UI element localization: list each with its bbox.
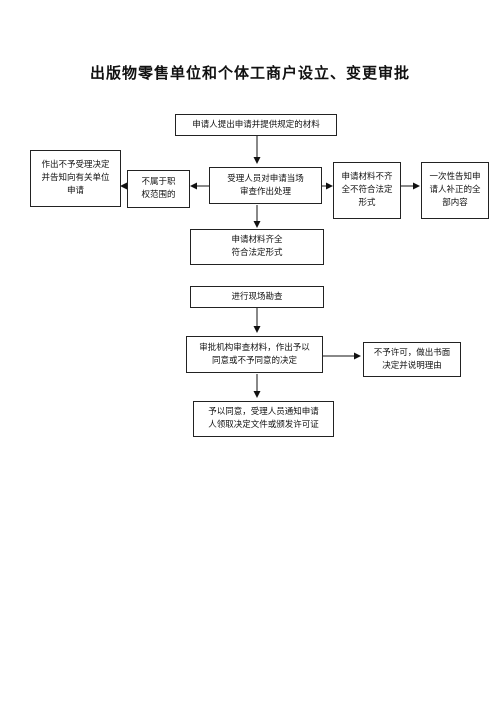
incomplete-line-3: 形式 <box>358 198 376 208</box>
reject-line-2: 决定并说明理由 <box>382 360 442 371</box>
not-in-scope-box: 不属于职 权范围的 <box>127 170 190 208</box>
correction-line-2: 请人补正的全 <box>429 185 481 195</box>
submit-application-box: 申请人提出申请并提供规定的材料 <box>175 114 337 136</box>
inspection-line-1: 进行现场勘查 <box>231 291 283 302</box>
not-in-scope-line-2: 权范围的 <box>141 190 176 200</box>
review-line-1: 受理人员对申请当场 <box>227 173 304 184</box>
correction-line-3: 部内容 <box>442 198 468 208</box>
correction-notice-box: 一次性告知申 请人补正的全 部内容 <box>421 162 489 219</box>
approve-line-1: 予以同意，受理人员通知申请 <box>208 407 319 417</box>
rejection-decision-box: 不予许可，做出书面 决定并说明理由 <box>363 342 461 377</box>
page-title: 出版物零售单位和个体工商户设立、变更审批 <box>89 64 410 82</box>
incomplete-line-1: 申请材料不齐 <box>341 172 393 182</box>
not-accepted-line-3: 申请 <box>66 186 84 196</box>
complete-line-1: 申请材料齐全 <box>231 235 283 245</box>
materials-complete-box: 申请材料齐全 符合法定形式 <box>190 229 324 265</box>
not-accepted-line-1: 作出不予受理决定 <box>41 160 110 170</box>
site-inspection-box: 进行现场勘查 <box>190 286 324 308</box>
approve-line-2: 人领取决定文件或颁发许可证 <box>208 420 319 430</box>
not-accepted-notice-box: 作出不予受理决定 并告知向有关单位 申请 <box>30 150 121 207</box>
decision-line-1: 审批机构审查材料，作出予以 <box>199 342 310 353</box>
complete-line-2: 符合法定形式 <box>231 248 283 258</box>
submit-line-1: 申请人提出申请并提供规定的材料 <box>192 119 320 130</box>
on-site-review-box: 受理人员对申请当场 审查作出处理 <box>209 167 322 204</box>
approval-notice-box: 予以同意，受理人员通知申请 人领取决定文件或颁发许可证 <box>193 401 334 437</box>
correction-line-1: 一次性告知申 <box>429 172 481 182</box>
decision-line-2: 同意或不予同意的决定 <box>211 355 297 366</box>
not-accepted-line-2: 并告知向有关单位 <box>41 173 110 183</box>
reject-line-1: 不予许可，做出书面 <box>373 347 451 358</box>
approval-decision-box: 审批机构审查材料，作出予以 同意或不予同意的决定 <box>186 336 323 373</box>
incomplete-line-2: 全不符合法定 <box>341 185 393 195</box>
incomplete-materials-box: 申请材料不齐 全不符合法定 形式 <box>333 162 401 219</box>
not-in-scope-line-1: 不属于职 <box>141 177 176 187</box>
review-line-2: 审查作出处理 <box>239 186 291 197</box>
